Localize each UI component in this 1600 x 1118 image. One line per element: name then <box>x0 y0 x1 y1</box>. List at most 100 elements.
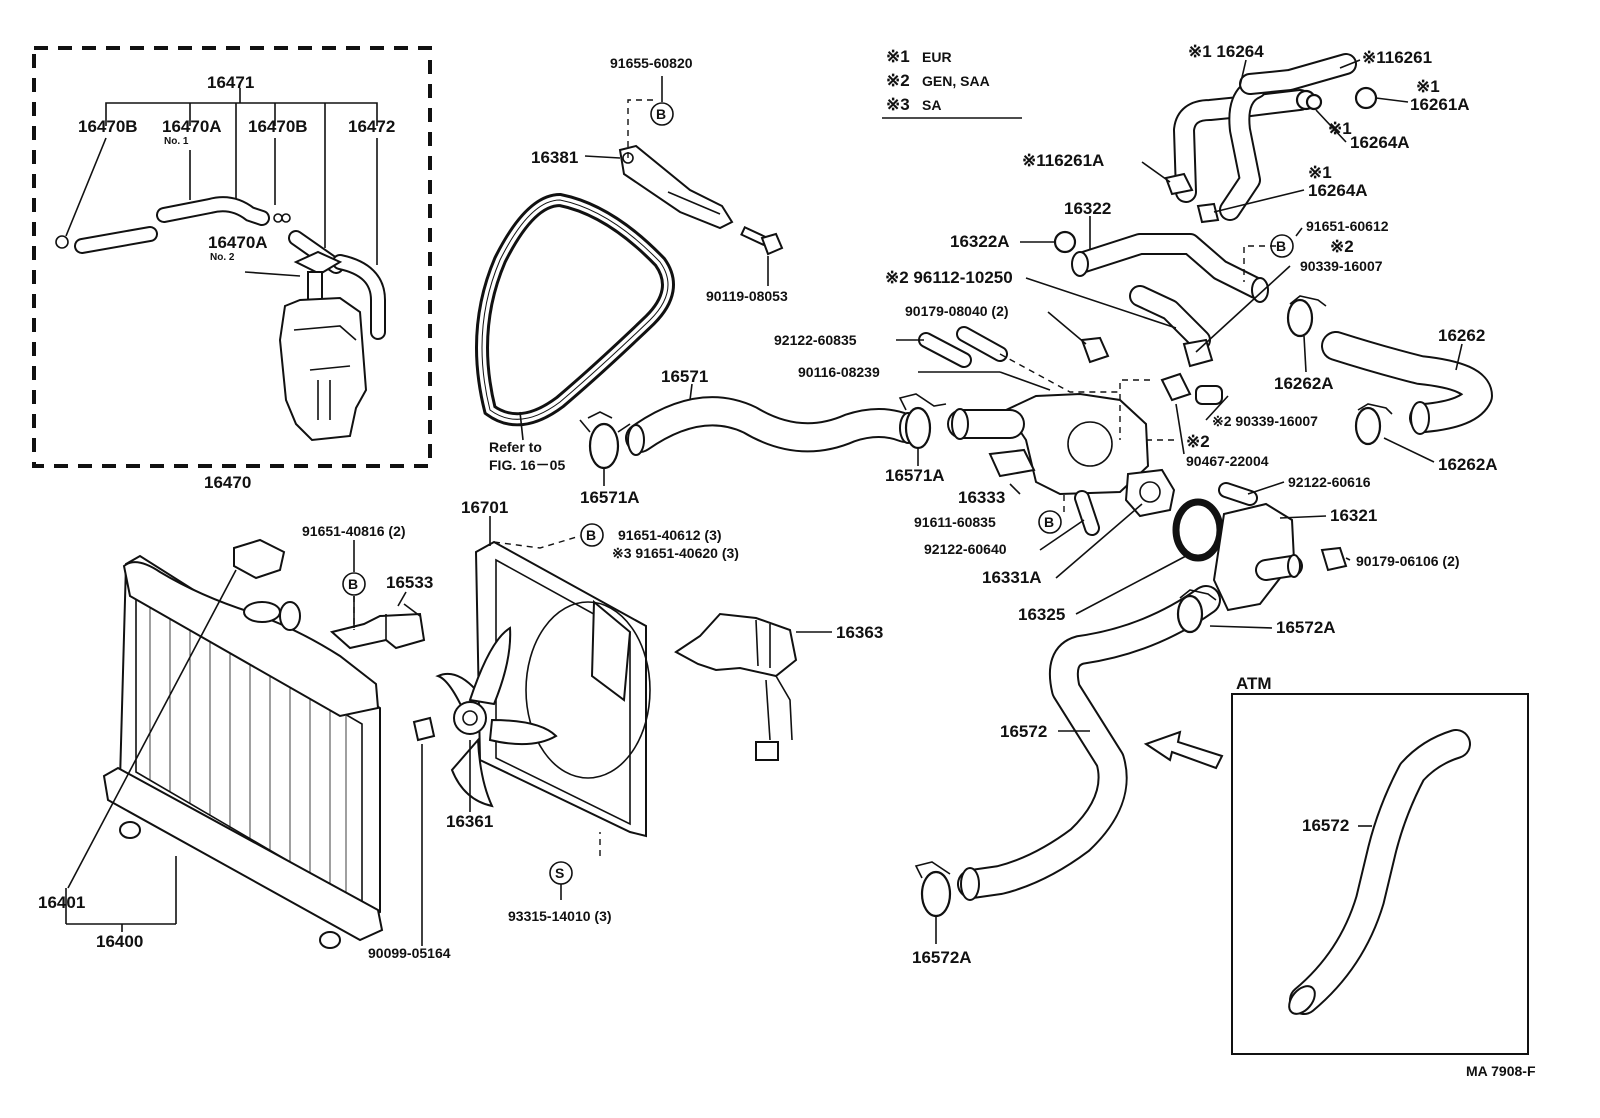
label-90119: 90119-08053 <box>706 288 788 304</box>
drain-cock-90099 <box>412 716 436 742</box>
label-91651-40620: ※3 91651-40620 (3) <box>612 545 739 561</box>
diagram-code: MA 7908-F <box>1466 1063 1536 1079</box>
b-callout-4-text: B <box>586 527 596 543</box>
plug-90339-top <box>1182 338 1214 368</box>
motor-16363 <box>674 612 798 678</box>
reserve-tank-box <box>32 46 432 468</box>
label-90339-mid: ※2 90339-16007 <box>1212 413 1318 429</box>
reserve-tank-group: 16471 16470B 16470A No. 1 16470B 16472 1… <box>32 46 432 492</box>
label-90116: 90116-08239 <box>798 364 880 380</box>
label-16331a: 16331A <box>982 568 1042 587</box>
label-91611: 91611-60835 <box>914 514 996 530</box>
label-16572a-a: 16572A <box>1276 618 1336 637</box>
label-16261a-top-mark: ※1 <box>1416 77 1440 96</box>
label-90339-top: 90339-16007 <box>1300 258 1383 274</box>
b-callout-5-text: B <box>348 576 358 592</box>
gasket-16325 <box>1172 498 1224 562</box>
label-16533: 16533 <box>386 573 433 592</box>
radiator-cap-16401 <box>233 538 286 580</box>
label-16470b-a: 16470B <box>78 117 138 136</box>
label-16363: 16363 <box>836 623 883 642</box>
b-callout-5 <box>342 572 366 596</box>
thermostat-group: 92122-60616 16321 92122-60640 16331A 901… <box>924 468 1460 624</box>
water-pipe-group: B 16322 16322A 91651-60612 ※2 90339-1600… <box>885 199 1389 368</box>
heater-hose-group: ※1 16264 ※116261 ※1 16261A ※1 16264A ※11… <box>1022 42 1470 224</box>
label-16470a-b: 16470A <box>208 233 268 252</box>
clamp-16264a-mid <box>1196 202 1220 224</box>
label-90339-top-mark: ※2 <box>1330 237 1354 256</box>
label-fig: FIG. 16－05 <box>489 457 565 473</box>
b-callout-2 <box>1270 234 1294 258</box>
clamp-16262a-top <box>1286 298 1314 338</box>
clip-16470b <box>55 235 69 249</box>
nut-90179-06106 <box>1320 546 1348 572</box>
label-90179-08040: 90179-08040 (2) <box>905 303 1009 319</box>
s-callout-text: S <box>555 865 564 881</box>
b-callout-4 <box>580 523 604 547</box>
label-16470: 16470 <box>204 473 251 492</box>
label-16262a-b: 16262A <box>1438 455 1498 474</box>
label-16264a-a: 16264A <box>1350 133 1410 152</box>
clamp-16572a-bottom <box>920 870 952 918</box>
label-16400: 16400 <box>96 932 143 951</box>
label-16264-top: ※1 16264 <box>1188 42 1264 61</box>
clamp-16571a-left <box>588 422 620 470</box>
label-90467: 90467-22004 <box>1186 453 1269 469</box>
legend-mark-3: ※3 <box>886 95 910 114</box>
label-16572-main: 16572 <box>1000 722 1047 741</box>
label-16401: 16401 <box>38 893 85 912</box>
label-16321: 16321 <box>1330 506 1377 525</box>
label-16262a-a: 16262A <box>1274 374 1334 393</box>
hose-16571-group: 16571 16571A 16571A <box>579 367 947 507</box>
nut-90179-08040 <box>1080 336 1110 364</box>
label-91651-40612: 91651-40612 (3) <box>618 527 722 543</box>
label-16572-atm: 16572 <box>1302 816 1349 835</box>
label-96112: ※2 96112-10250 <box>885 268 1013 287</box>
label-90099: 90099-05164 <box>368 945 451 961</box>
legend-text-3: SA <box>922 97 941 113</box>
bracket-16381 <box>618 144 734 230</box>
label-16333: 16333 <box>958 488 1005 507</box>
label-91651-60612: 91651-60612 <box>1306 218 1389 234</box>
b-callout-3-text: B <box>1044 514 1054 530</box>
label-90179-06106: 90179-06106 (2) <box>1356 553 1460 569</box>
b-callout-3 <box>1038 510 1062 534</box>
legend-mark-2: ※2 <box>886 71 910 90</box>
lower-tank <box>102 766 384 942</box>
label-16471: 16471 <box>207 73 254 92</box>
label-atm: ATM <box>1236 674 1272 693</box>
b-callout-1-text: B <box>656 106 666 122</box>
label-93315: 93315-14010 (3) <box>508 908 612 924</box>
label-16571a-a: 16571A <box>580 488 640 507</box>
legend: ※1 EUR ※2 GEN, SAA ※3 SA <box>882 47 1022 119</box>
water-housing-group: B 90179-08040 (2) 92122-60835 90116-0823… <box>774 303 1318 534</box>
legend-text-2: GEN, SAA <box>922 73 990 89</box>
clamp-16571a-right <box>904 406 932 450</box>
label-16264a-a-mark: ※1 <box>1328 119 1352 138</box>
label-16322: 16322 <box>1064 199 1111 218</box>
inlet-16321 <box>1212 502 1296 612</box>
gasket-16322a <box>1053 230 1077 254</box>
plug-90339-mid <box>1195 385 1223 405</box>
label-90467-mark: ※2 <box>1186 432 1210 451</box>
label-16701: 16701 <box>461 498 508 517</box>
label-16264a-b-mark: ※1 <box>1308 163 1332 182</box>
legend-text-1: EUR <box>922 49 952 65</box>
label-92122-60835: 92122-60835 <box>774 332 857 348</box>
label-16381: 16381 <box>531 148 578 167</box>
label-16472: 16472 <box>348 117 395 136</box>
clamp-16572a-top <box>1176 594 1204 634</box>
label-16261-top: ※116261 <box>1362 48 1432 67</box>
hose-16572-group: 16572A 16572 16572A <box>912 585 1336 967</box>
atm-box <box>1231 693 1529 1055</box>
label-16261a-mid: ※116261A <box>1022 151 1104 170</box>
atm-group: ATM 16572 <box>1231 674 1529 1055</box>
hose-16262-group: 16262 16262A 16262A <box>1274 295 1498 474</box>
clamp-16261a-mid <box>1164 172 1194 196</box>
label-16264a-b: 16264A <box>1308 181 1368 200</box>
label-16572a-b: 16572A <box>912 948 972 967</box>
reserve-tank-cap <box>293 250 343 276</box>
label-16571: 16571 <box>661 367 708 386</box>
